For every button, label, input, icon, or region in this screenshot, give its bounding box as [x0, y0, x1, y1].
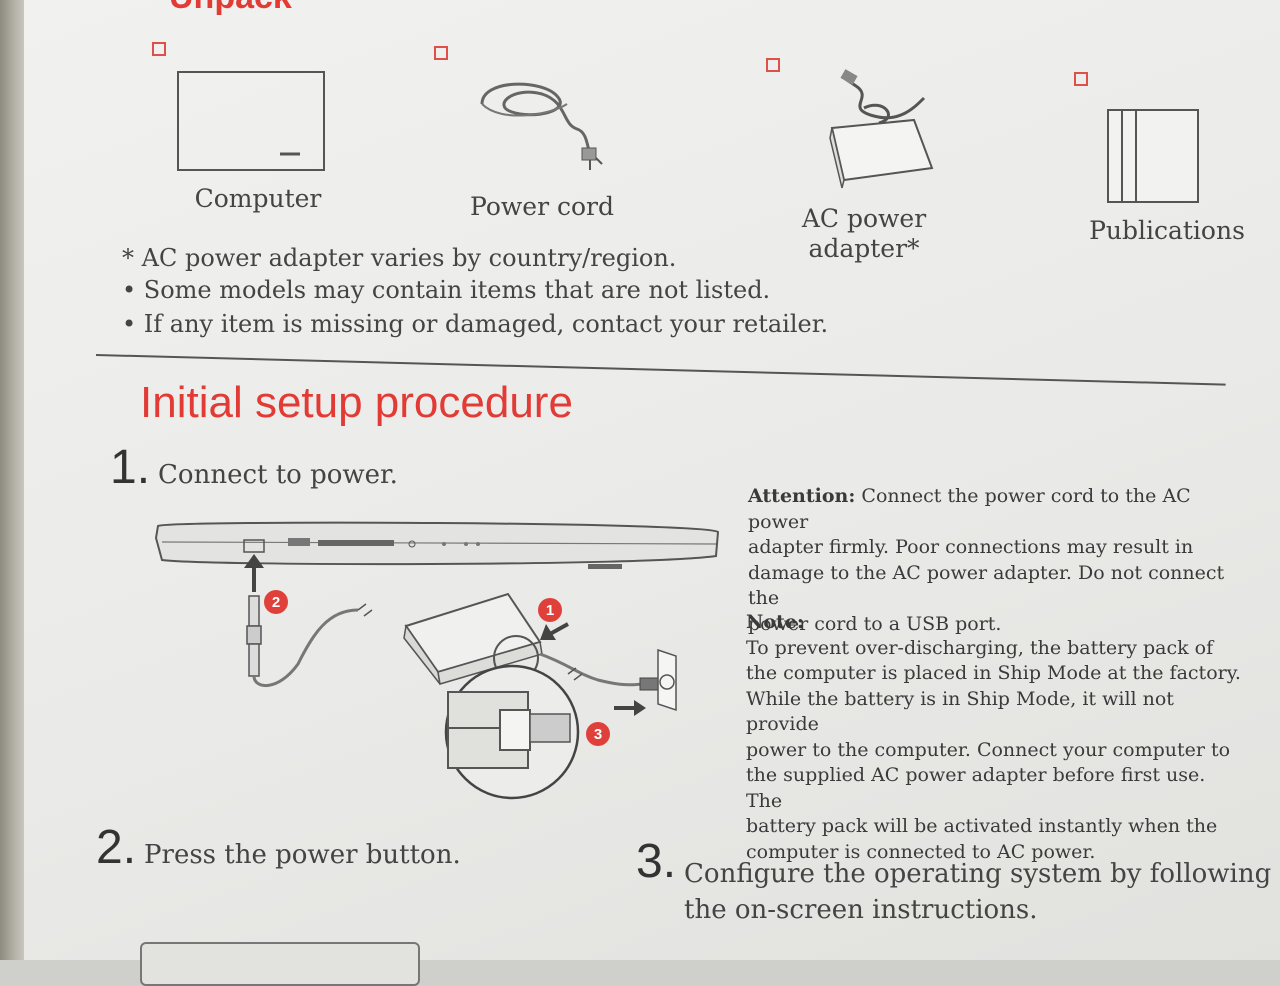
- item-label-ac-adapter: AC power adapter*: [784, 204, 944, 264]
- power-cord-illustration: [480, 82, 603, 170]
- step-1-number: 1.: [110, 441, 151, 494]
- step-2: 2. Press the power button.: [96, 820, 461, 875]
- attention-label: Attention:: [748, 485, 856, 507]
- publications-illustration: [1107, 109, 1199, 203]
- attention-paragraph: Attention: Connect the power cord to the…: [748, 484, 1248, 637]
- note-line: the supplied AC power adapter before fir…: [746, 764, 1206, 812]
- step-3-text: Configure the operating system by follow…: [684, 836, 1271, 928]
- step-1: 1. Connect to power.: [110, 440, 398, 495]
- step-badge-3: 3: [586, 722, 610, 746]
- bottom-illustration-edge: [140, 942, 420, 986]
- note-line: battery pack will be activated instantly…: [746, 815, 1218, 837]
- section-title: Initial setup procedure: [140, 378, 573, 427]
- item-label-power-cord: Power cord: [470, 192, 614, 221]
- attention-line4: power cord to a USB port.: [748, 612, 1002, 635]
- item-label-ac-adapter-line2: adapter*: [808, 234, 920, 263]
- step-2-number: 2.: [96, 821, 137, 874]
- note-line: To prevent over-discharging, the battery…: [746, 636, 1214, 659]
- instruction-sheet: Unpack Computer Power cord AC power adap…: [24, 0, 1280, 986]
- note-missing-items: • If any item is missing or damaged, con…: [122, 310, 829, 338]
- unpack-heading: Unpack: [169, 0, 292, 17]
- power-connection-diagram: [154, 521, 720, 800]
- attention-line1: Connect the power cord to the AC power: [748, 485, 1191, 533]
- note-line: computer is connected to AC power.: [746, 840, 1096, 863]
- ac-adapter-illustration: [829, 69, 934, 189]
- step-1-text: Connect to power.: [158, 460, 398, 490]
- item-label-computer: Computer: [194, 184, 322, 213]
- checkbox-power-cord[interactable]: [434, 46, 448, 60]
- attention-line3: damage to the AC power adapter. Do not c…: [748, 561, 1225, 610]
- note-paragraph: Note: To prevent over-discharging, the b…: [746, 610, 1246, 865]
- note-adapter-varies: * AC power adapter varies by country/reg…: [122, 244, 677, 272]
- step-2-text: Press the power button.: [144, 840, 461, 870]
- checkbox-computer[interactable]: [152, 42, 166, 56]
- step-3-text-line2: the on-screen instructions.: [684, 895, 1038, 925]
- step-badge-1: 1: [538, 598, 562, 622]
- note-line: the computer is placed in Ship Mode at t…: [746, 662, 1241, 684]
- attention-line2: adapter firmly. Poor connections may res…: [748, 536, 1194, 558]
- step-badge-2: 2: [264, 590, 288, 614]
- item-label-publications: Publications: [1089, 216, 1245, 245]
- note-unlisted-items: • Some models may contain items that are…: [122, 276, 771, 304]
- step-3-number: 3.: [636, 835, 677, 888]
- step-3-text-line1: Configure the operating system by follow…: [684, 859, 1272, 889]
- checkbox-publications[interactable]: [1074, 72, 1088, 86]
- note-label: Note:: [746, 611, 804, 633]
- item-label-ac-adapter-line1: AC power: [801, 204, 927, 233]
- step-3: 3. Configure the operating system by fol…: [636, 836, 1271, 928]
- checkbox-ac-adapter[interactable]: [766, 58, 780, 72]
- note-line: power to the computer. Connect your comp…: [746, 738, 1231, 761]
- note-line: While the battery is in Ship Mode, it wi…: [746, 687, 1174, 736]
- computer-illustration: [177, 71, 325, 171]
